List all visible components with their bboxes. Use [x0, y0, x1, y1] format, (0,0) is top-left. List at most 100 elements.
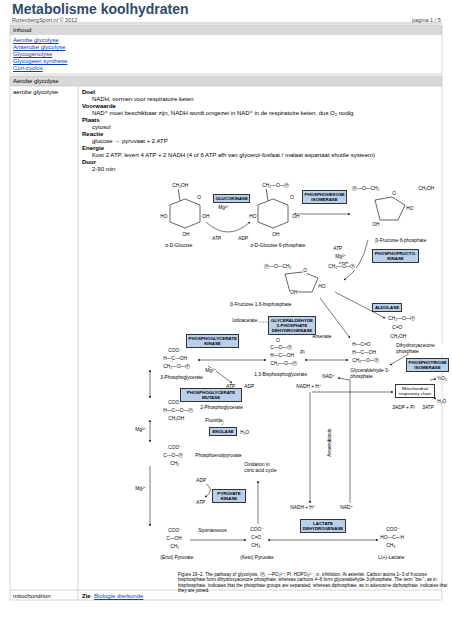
figure-label: ADP: [238, 236, 248, 242]
figure-label: C—O~Ⓟ: [163, 453, 183, 459]
figure-label: C—OH: [166, 536, 182, 542]
figure-label: CH₂OH: [168, 416, 185, 422]
enzyme-name: ENOLASE: [212, 429, 235, 434]
figure-label: O: [392, 191, 396, 197]
body-text: Aerobe glycolyse: [13, 78, 59, 85]
toc-link: Aerobe glycolyse: [13, 37, 59, 44]
body-text: glucose → pyruvaat + 2 ATP: [92, 138, 168, 145]
figure-label: α-D-Glucose 6-phosphate: [250, 243, 306, 249]
figure-label: ½O₂: [437, 376, 447, 382]
figure-label: HO: [249, 214, 257, 220]
figure-label: L(+)-Lactate: [378, 555, 405, 561]
field-heading: Plaats: [82, 117, 100, 124]
figure-label: CH₂: [170, 461, 179, 467]
enzyme-box: ENOLASE: [209, 427, 237, 436]
process-box: Mitochondrial respiratory chain: [395, 384, 435, 398]
figure-label: CH₂—O—Ⓟ: [328, 264, 356, 270]
figure-label: Mg²⁺: [205, 368, 216, 374]
figure-label: Glyceraldehyde 3-phosphate: [350, 368, 393, 379]
enzyme-name: ALDOLASE: [375, 305, 400, 310]
enzyme-box: PHOSPHOGLYCERATE KINASE: [186, 334, 239, 348]
figure-label: 1,3-Bisphosphoglycerate: [254, 372, 307, 378]
enzyme-box: LACTATE DEHYDROGENASE: [300, 519, 346, 533]
field-heading: Zie: [82, 593, 91, 600]
enzyme-name: GLYCERALDEHYDE 3-PHOSPHATE DEHYDROGENASE: [271, 318, 314, 333]
figure-label: Mg²⁺: [135, 427, 146, 433]
figure-label: Mg²⁺: [218, 205, 229, 211]
field-heading: Voorwaarde: [82, 103, 116, 110]
figure-label: CH₂: [170, 544, 179, 550]
enzyme-name: PYRUVATE KINASE: [215, 491, 244, 501]
figure-label: CH₃: [386, 543, 395, 549]
figure-label: 3ATP: [422, 405, 434, 411]
figure-label: Dihydroxyacetone phosphate: [396, 343, 449, 354]
figure-label: NADH + H⁺: [290, 505, 316, 511]
enzyme-box: PHOSPHOGLYCERATE MUTASE: [180, 388, 242, 402]
enzyme-name: Mitochondrial respiratory chain: [398, 386, 433, 396]
figure-label: CH₃: [251, 543, 260, 549]
figure-label: COO⁻: [168, 348, 182, 354]
figure-label: O: [303, 268, 307, 274]
figure-label: COO⁻: [250, 527, 264, 533]
figure-label: CH₂OH: [418, 186, 435, 192]
figure-label: C—O—Ⓟ: [270, 345, 292, 351]
figure-label: Ⓟ—O—CH₂: [352, 186, 380, 192]
figure-caption: Figure 19–2. The pathway of glycolysis. …: [178, 572, 448, 593]
figure-label: CH₂—O—Ⓟ: [270, 361, 298, 367]
figure-label: H—C—OH: [163, 356, 187, 362]
figure-label: Pi: [300, 350, 305, 356]
figure-label: O: [197, 195, 201, 201]
toc-link: Glycogenolyse: [13, 51, 52, 58]
toc-link: Cori-cyclus: [13, 65, 43, 72]
figure-label: Anaerobiosis: [327, 429, 333, 457]
figure-label: OH: [292, 214, 300, 220]
figure-label: 3-Phosphoglycerate: [160, 375, 203, 381]
figure-label: HO: [160, 214, 168, 220]
toc-link: Anaerobe glycolyse: [13, 44, 65, 51]
body-text: Inhoud: [13, 27, 31, 34]
figure-label: CH₂—O—Ⓟ: [163, 364, 191, 370]
body-text: 2-90 min: [92, 166, 115, 173]
figure-label: Mg²⁺: [135, 486, 146, 492]
figure-label: OH: [372, 222, 380, 228]
figure-label: Ⓟ—O—CH₂: [264, 264, 292, 270]
figure-label: OH: [182, 232, 190, 238]
figure-label: COO⁻: [168, 445, 182, 451]
figure-label: Phosphoenolpyruvate: [195, 453, 242, 459]
enzyme-name: PHOSPHOGLYCERATE KINASE: [189, 336, 237, 346]
field-heading: Duur: [82, 159, 96, 166]
figure-label: H₂O: [437, 399, 447, 405]
enzyme-box: PHOSPHOHEXOSE ISOMERASE: [302, 190, 347, 204]
figure-label: β-Fructose 6-phosphate: [375, 238, 427, 244]
figure-label: NADH + H⁺: [296, 384, 322, 390]
enzyme-box: GLYCERALDEHYDE 3-PHOSPHATE DEHYDROGENASE: [268, 316, 316, 335]
enzyme-box: GLUCOKINASE: [213, 194, 250, 203]
toc-link: Biologie dierkunde: [94, 593, 143, 600]
figure-label: ADP: [244, 384, 254, 390]
figure-label: CH₂—O—Ⓟ: [262, 183, 290, 189]
figure-label: H—C=O: [352, 342, 371, 348]
figure-label: ATP: [333, 246, 343, 252]
figure-label: H₂O: [240, 430, 250, 436]
figure-label: C=O: [392, 325, 403, 331]
page-title: Metabolisme koolhydraten: [12, 1, 189, 17]
enzyme-box: PHOSPHOTRIOSE ISOMERASE: [406, 358, 449, 372]
figure-label: (Enol) Pyruvate: [160, 555, 194, 561]
body-text: aerobe glycolyse: [13, 89, 58, 96]
figure-label: 2-Phosphoglycerate: [200, 405, 243, 411]
figure-label: NAD⁺: [340, 505, 353, 511]
body-text: NAD⁺ moet beschikbaar zijn, NADH wordt o…: [92, 110, 353, 117]
figure-label: α-D-Glucose: [165, 243, 193, 249]
field-heading: Reactie: [82, 131, 103, 138]
figure-label: Spontaneous: [198, 528, 227, 534]
enzyme-box: PHOSPHOFRUCTO-KINASE: [372, 249, 419, 263]
figure-label: CH₂OH: [390, 334, 407, 340]
figure-label: COO⁻: [386, 527, 400, 533]
figure-label: H—C—OH: [270, 353, 294, 359]
figure-label: HO: [406, 206, 414, 212]
figure-label: HO: [318, 284, 326, 290]
figure-label: O: [290, 195, 294, 201]
figure-label: ADP: [196, 478, 206, 484]
figure-label: β-Fructose 1,6-bisphosphate: [230, 302, 292, 308]
figure-label: (Keto) Pyruvate: [240, 555, 274, 561]
